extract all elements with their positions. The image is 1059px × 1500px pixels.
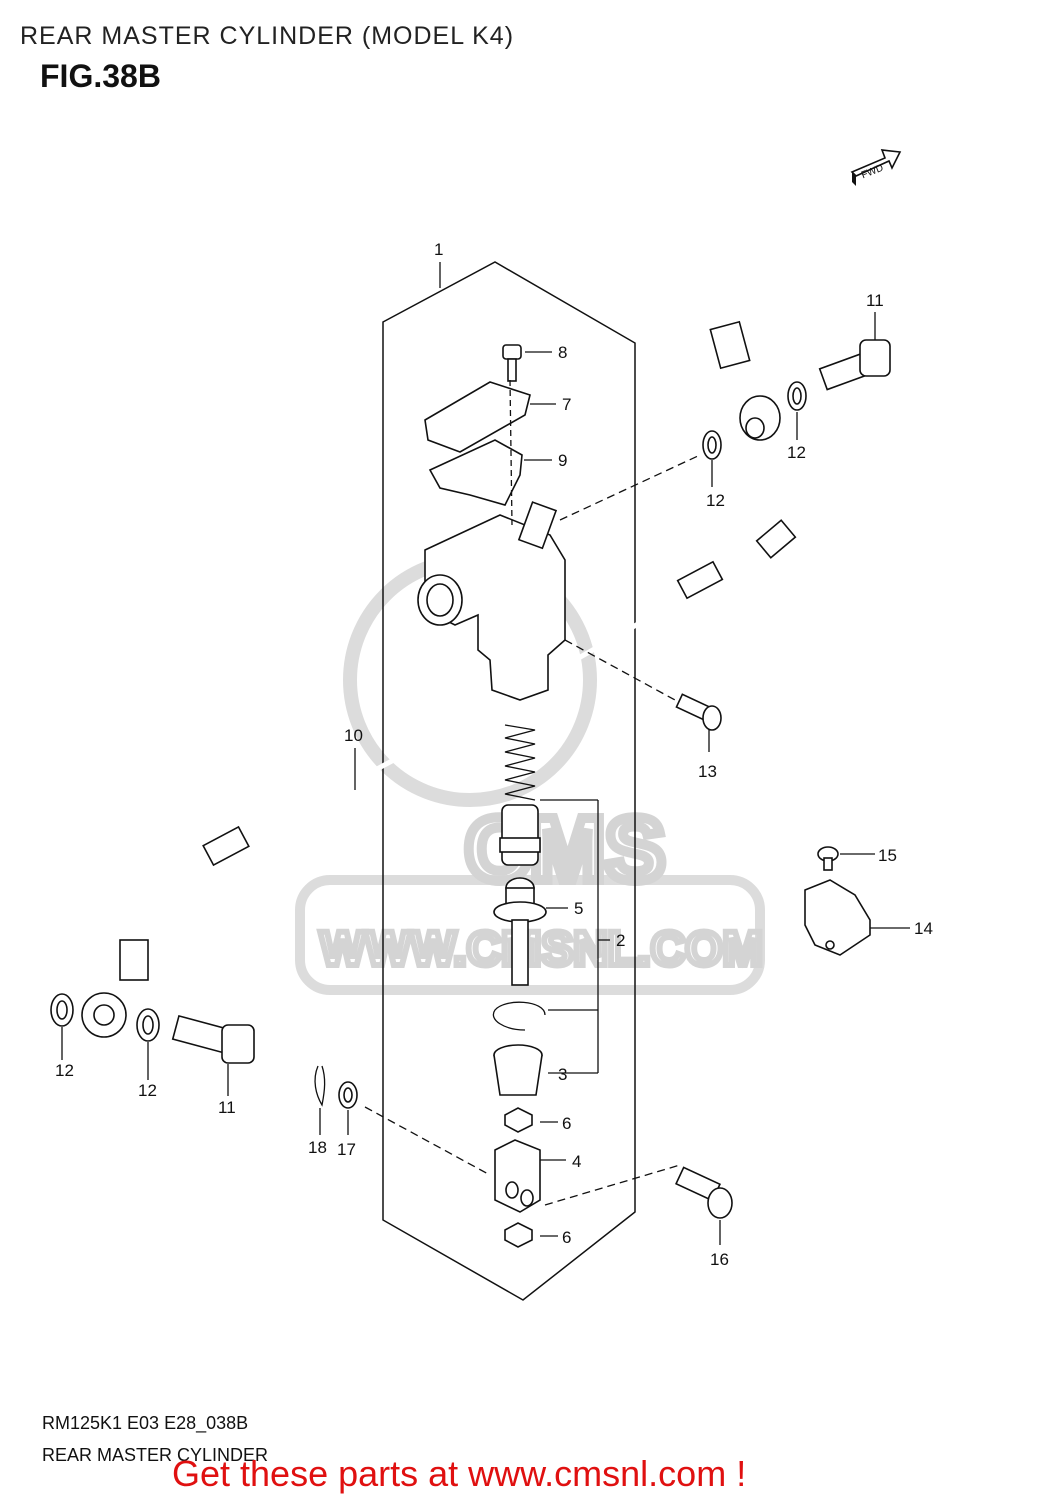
push-rod (493, 877, 547, 986)
assembly-outline (382, 261, 636, 1301)
union-bolt-upper (818, 339, 891, 391)
pin-16 (675, 1166, 733, 1219)
piston (499, 804, 541, 866)
callout-12-d: 12 (706, 491, 725, 510)
fwd-label: FWD (860, 163, 885, 182)
callout-18: 18 (308, 1138, 327, 1157)
watermark-frame (295, 875, 765, 995)
callout-13: 13 (698, 762, 717, 781)
callout-12-a: 12 (55, 1061, 74, 1080)
callout-6-upper: 6 (562, 1114, 571, 1133)
callout-5: 5 (574, 899, 583, 918)
nut-6-upper (504, 1107, 533, 1133)
callout-11-upper: 11 (866, 291, 884, 310)
drawing-code: RM125K1 E03 E28_038B (42, 1413, 249, 1433)
master-cylinder-body (417, 501, 566, 701)
callout-16: 16 (710, 1250, 729, 1269)
callout-9: 9 (558, 451, 567, 470)
boot (493, 1044, 543, 1096)
callout-15: 15 (878, 846, 897, 865)
spring (504, 724, 536, 801)
callout-7: 7 (562, 395, 571, 414)
clevis (494, 1139, 541, 1213)
reservoir-cap (424, 381, 531, 453)
callout-10: 10 (344, 726, 363, 745)
promo-link[interactable]: Get these parts at www.cmsnl.com ! (172, 1453, 747, 1494)
callout-17: 17 (337, 1140, 356, 1159)
figure-label: FIG.38B (40, 58, 161, 94)
callout-12-b: 12 (138, 1081, 157, 1100)
bolt-13 (675, 693, 722, 731)
fwd-arrow-icon: FWD (850, 149, 902, 186)
brake-hose (107, 227, 865, 1001)
nut-6-lower (504, 1222, 533, 1248)
circlip (492, 1001, 546, 1031)
diaphragm (428, 439, 523, 506)
callout-4: 4 (572, 1152, 581, 1171)
screw-8 (502, 344, 522, 382)
callout-6-lower: 6 (562, 1228, 571, 1247)
bracket-14 (804, 879, 871, 956)
union-bolt-lower (171, 1014, 255, 1064)
callout-1: 1 (434, 240, 443, 259)
screw-15 (817, 846, 839, 871)
callout-8: 8 (558, 343, 567, 362)
callouts: 1 2 3 4 5 6 6 7 8 9 10 11 11 12 12 12 12… (55, 240, 933, 1269)
page-title: REAR MASTER CYLINDER (MODEL K4) (20, 22, 515, 50)
callout-11-lower: 11 (218, 1098, 236, 1117)
drawing-caption: REAR MASTER CYLINDER (42, 1445, 269, 1465)
cotter-pin (314, 1065, 326, 1107)
leader-lines (61, 262, 910, 1245)
callout-14: 14 (914, 919, 933, 938)
watermark-url: WWW.CMSNL.COM (320, 923, 763, 976)
callout-3: 3 (558, 1065, 567, 1084)
callout-2: 2 (616, 931, 625, 950)
callout-12-c: 12 (787, 443, 806, 462)
